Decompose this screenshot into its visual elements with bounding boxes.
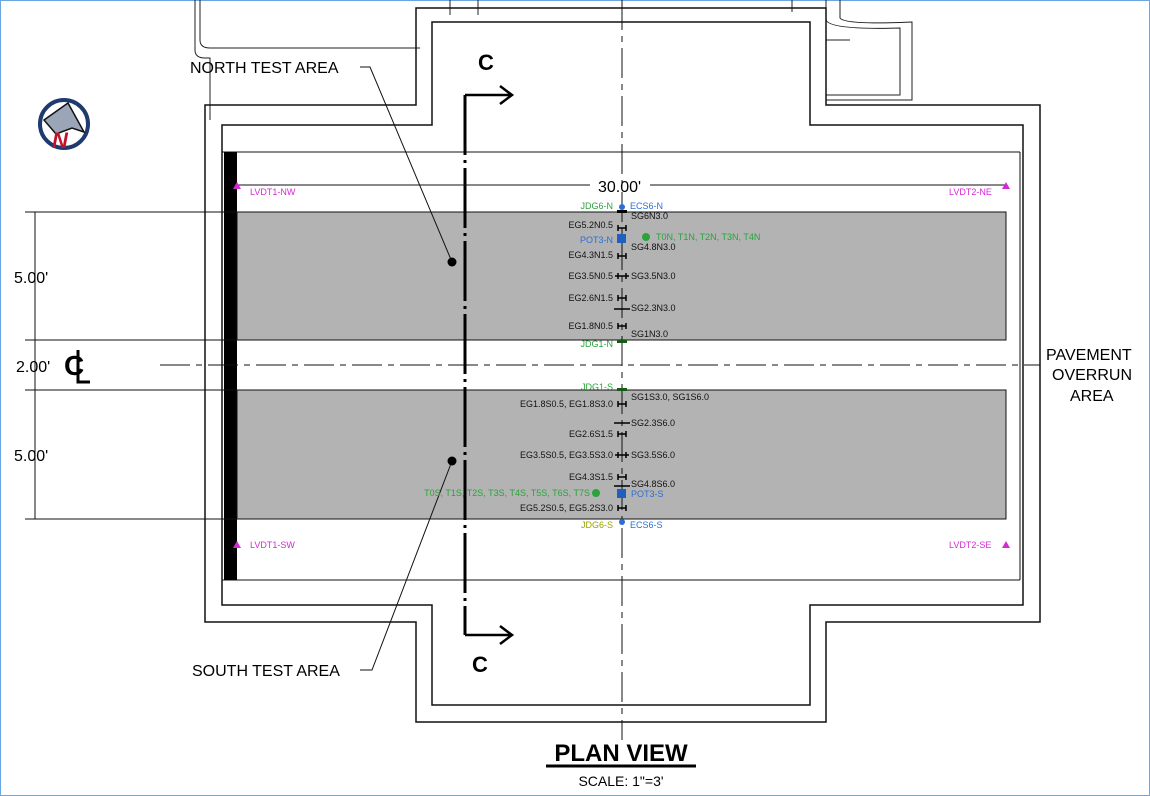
centerline-symbol: C: [64, 350, 90, 384]
dim-south-width: 5.00': [14, 448, 48, 465]
lvdt-markers: [233, 182, 1010, 548]
north-test-area-label: NORTH TEST AREA: [190, 60, 339, 77]
gauge-markers: [592, 204, 650, 525]
jdg6-n: JDG6-N: [580, 201, 613, 211]
jdg1-n: JDG1-N: [580, 339, 613, 349]
existing-features-lines: [194, 0, 913, 120]
ecs6-s: ECS6-S: [630, 520, 663, 530]
inner-boundary: [221, 21, 1024, 706]
south-leader: [360, 460, 453, 671]
sg35-n: SG3.5N3.0: [631, 271, 676, 281]
sg6-n: SG6N3.0: [631, 211, 668, 221]
sg23-s: SG2.3S6.0: [631, 418, 675, 428]
eg26-s: EG2.6S1.5: [569, 429, 613, 439]
dim-total-length: 30.00': [598, 179, 641, 196]
eg52-n: EG5.2N0.5: [568, 220, 613, 230]
section-label-bottom: C: [472, 652, 488, 677]
pavement-label-3: AREA: [1070, 388, 1114, 405]
lvdt-nw: LVDT1-NW: [250, 187, 296, 197]
lvdt-sw: LVDT1-SW: [250, 540, 295, 550]
eg52-s: EG5.2S0.5, EG5.2S3.0: [520, 503, 613, 513]
eg35-n: EG3.5N0.5: [568, 271, 613, 281]
sg1-n: SG1N3.0: [631, 329, 668, 339]
pavement-label-1: PAVEMENT: [1046, 347, 1132, 364]
eg18-n: EG1.8N0.5: [568, 321, 613, 331]
lvdt-ne: LVDT2-NE: [949, 187, 992, 197]
eg43-n: EG4.3N1.5: [568, 250, 613, 260]
north-arrow-icon: N: [38, 98, 90, 153]
jdg1-s: JDG1-S: [581, 382, 613, 392]
sg23-n: SG2.3N3.0: [631, 303, 676, 313]
sg35-s: SG3.5S6.0: [631, 450, 675, 460]
ecs6-n: ECS6-N: [630, 201, 663, 211]
svg-text:C: C: [64, 350, 84, 381]
sg48-s: SG4.8S6.0: [631, 479, 675, 489]
drawing-title: PLAN VIEW: [554, 740, 688, 767]
thermocouples-n: T0N, T1N, T2N, T3N, T4N: [656, 232, 760, 242]
eg26-n: EG2.6N1.5: [568, 293, 613, 303]
outer-boundary: [204, 7, 1041, 723]
eg18-s: EG1.8S0.5, EG1.8S3.0: [520, 399, 613, 409]
jdg6-s: JDG6-S: [581, 520, 613, 530]
lvdt-se: LVDT2-SE: [949, 540, 991, 550]
compass-letter: N: [52, 128, 69, 153]
eg35-s: EG3.5S0.5, EG3.5S3.0: [520, 450, 613, 460]
drawing-scale: SCALE: 1"=3': [578, 773, 663, 789]
north-leader: [360, 66, 453, 263]
dimension-lines: [25, 184, 1006, 520]
dim-center-gap: 2.00': [16, 359, 50, 376]
dim-north-width: 5.00': [14, 270, 48, 287]
south-test-area-label: SOUTH TEST AREA: [192, 663, 340, 680]
section-label-top: C: [478, 50, 494, 75]
eg43-s: EG4.3S1.5: [569, 472, 613, 482]
pot3-n: POT3-N: [580, 235, 613, 245]
south-leader-dot: [447, 456, 457, 466]
north-leader-dot: [447, 257, 457, 267]
sg1-s: SG1S3.0, SG1S6.0: [631, 392, 709, 402]
sg48-n: SG4.8N3.0: [631, 242, 676, 252]
pavement-label-2: OVERRUN: [1052, 367, 1132, 384]
pot3-s: POT3-S: [631, 489, 664, 499]
thermocouples-s: T0S, T1S, T2S, T3S, T4S, T5S, T6S, T7S: [424, 488, 590, 498]
reaction-wall: [224, 152, 237, 580]
